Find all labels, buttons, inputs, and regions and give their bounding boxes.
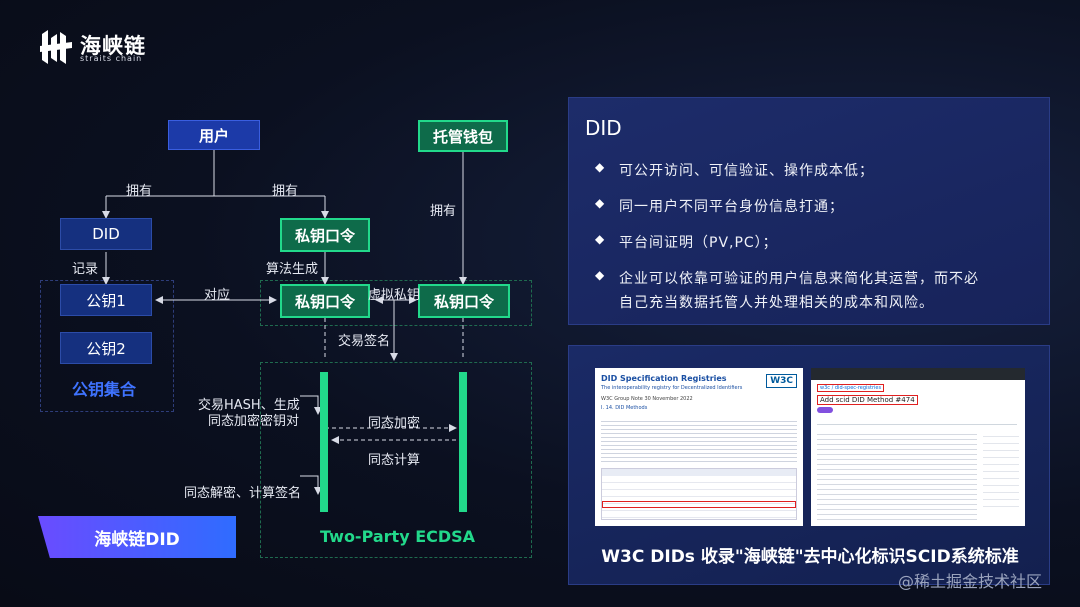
pubkey1-node: 公钥1: [60, 284, 152, 316]
custody-wallet-node: 托管钱包: [418, 120, 508, 152]
panel-bullet-1: 可公开访问、可信验证、操作成本低；: [595, 160, 874, 180]
w3c-logo: W3C: [766, 374, 797, 388]
registry-table-header: [602, 469, 796, 476]
did-badge: 海峡链DID: [38, 516, 236, 558]
github-pr-screenshot: w3c / did-spec-registries Add scid DID M…: [811, 368, 1025, 526]
github-header: [811, 368, 1025, 380]
panel-bullet-2: 同一用户不同平台身份信息打通；: [595, 196, 844, 216]
did-node: DID: [60, 218, 152, 250]
homo-key-label: 同态加密密钥对: [208, 410, 299, 429]
ecdsa-label: Two-Party ECDSA: [320, 527, 475, 546]
github-pr-title: Add scid DID Method #474: [817, 395, 918, 405]
registry-title: DID Specification Registries: [601, 374, 727, 383]
user-node: 用户: [168, 120, 260, 150]
registry-table: [601, 468, 797, 520]
homo-calc-label: 同态计算: [368, 449, 420, 468]
own-label-1: 拥有: [126, 180, 152, 199]
github-repo: w3c / did-spec-registries: [817, 384, 884, 392]
correspond-label: 对应: [204, 284, 230, 303]
algo-gen-label: 算法生成: [266, 258, 318, 277]
own-label-2: 拥有: [272, 180, 298, 199]
private-key-node-2: 私钥口令: [280, 284, 370, 318]
registry-subtitle: The interoperability registry for Decent…: [601, 385, 742, 391]
panel-bullet-4: 企业可以依靠可验证的用户信息来简化其运营，而不必: [595, 268, 979, 288]
registry-section: I. 14. DID Methods: [601, 405, 647, 411]
did-registry-screenshot: DID Specification Registries The interop…: [595, 368, 803, 526]
github-sidebar: [983, 430, 1019, 510]
pubkey-set-label: 公钥集合: [72, 376, 136, 400]
homo-enc-label: 同态加密: [368, 412, 420, 431]
virtual-key-label: 虚拟私钥: [368, 284, 420, 303]
record-label: 记录: [72, 258, 98, 277]
github-body-lines: [817, 430, 977, 520]
w3c-panel: DID Specification Registries The interop…: [568, 345, 1050, 585]
pubkey2-node: 公钥2: [60, 332, 152, 364]
did-info-panel: DID 可公开访问、可信验证、操作成本低； 同一用户不同平台身份信息打通； 平台…: [568, 97, 1050, 325]
panel-title: DID: [585, 116, 622, 140]
panel-bullet-4-cont: 自己充当数据托管人并处理相关的成本和风险。: [619, 292, 934, 312]
tx-sign-label: 交易签名: [338, 330, 390, 349]
panel-bullet-3: 平台间证明（PV,PC）；: [595, 232, 778, 252]
w3c-caption: W3C DIDs 收录"海峡链"去中心化标识SCID系统标准: [569, 542, 1051, 567]
own-label-3: 拥有: [430, 200, 456, 219]
homo-dec-label: 同态解密、计算签名: [184, 482, 301, 501]
scid-highlight-row: [602, 501, 796, 508]
private-key-node-1: 私钥口令: [280, 218, 370, 252]
registry-body-lines: [601, 418, 797, 464]
merged-badge-icon: [817, 407, 833, 413]
private-key-node-3: 私钥口令: [418, 284, 510, 318]
registry-note: W3C Group Note 30 November 2022: [601, 396, 693, 402]
github-tabs: [817, 418, 1017, 425]
watermark: @稀土掘金技术社区: [898, 568, 1042, 592]
